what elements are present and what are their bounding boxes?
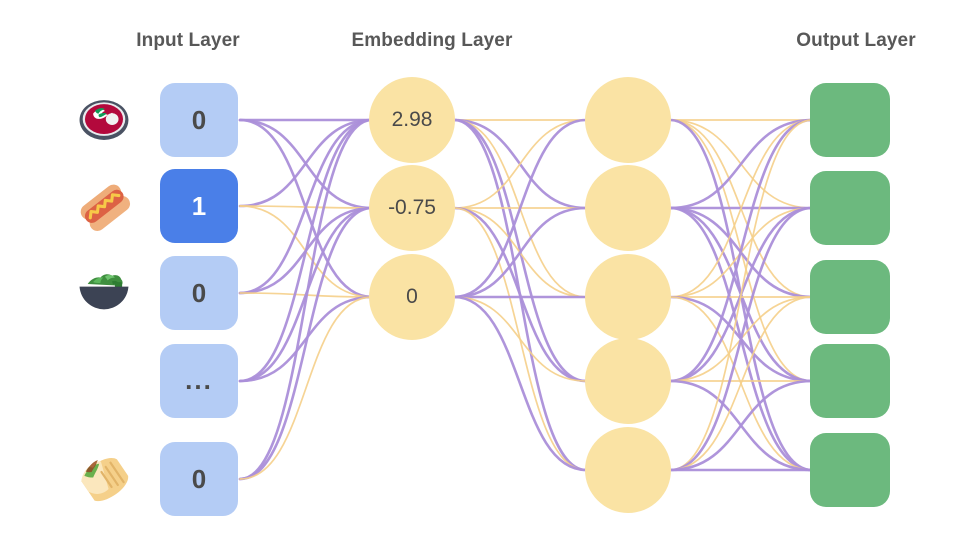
burrito-icon <box>75 450 133 508</box>
connection-edge <box>238 118 374 481</box>
output-node-3[interactable] <box>810 344 890 418</box>
salad-bowl-icon <box>75 264 133 322</box>
hidden-node-0[interactable] <box>585 77 671 163</box>
input-node-value: ... <box>185 365 213 396</box>
embedding-node-0[interactable]: 2.98 <box>369 77 455 163</box>
connection-edge <box>452 206 588 299</box>
input-node-2[interactable]: 0 <box>160 256 238 330</box>
layer-title-input: Input Layer <box>136 30 240 51</box>
input-node-4[interactable]: 0 <box>160 442 238 516</box>
connection-edge <box>669 296 813 471</box>
connection-edge <box>452 206 588 383</box>
hidden-node-4[interactable] <box>585 427 671 513</box>
connection-edge <box>668 118 814 383</box>
layer-title-output: Output Layer <box>796 30 916 51</box>
connection-edge <box>669 119 813 298</box>
embedding-node-value: 2.98 <box>391 108 433 131</box>
output-node-4[interactable] <box>810 433 890 507</box>
hidden-node-2[interactable] <box>585 254 671 340</box>
input-node-value: 1 <box>191 190 207 221</box>
connection-edge <box>453 119 587 209</box>
connection-edge <box>668 118 814 210</box>
input-node-value: 0 <box>191 104 207 135</box>
input-node-3[interactable]: ... <box>160 344 238 418</box>
hidden-node-1[interactable] <box>585 165 671 251</box>
output-node-2[interactable] <box>810 260 890 334</box>
hotdog-icon <box>75 177 133 235</box>
connection-edge <box>452 118 588 299</box>
input-node-value: 0 <box>191 277 207 308</box>
embedding-node-value: 0 <box>406 285 418 308</box>
embedding-node-value: -0.75 <box>388 196 436 219</box>
connection-edge <box>669 119 813 471</box>
output-node-0[interactable] <box>810 83 890 157</box>
hidden-node-3[interactable] <box>585 338 671 424</box>
connection-edge <box>452 295 588 472</box>
input-node-value: 0 <box>191 463 207 494</box>
input-node-0[interactable]: 0 <box>160 83 238 157</box>
connection-edge <box>238 118 374 295</box>
connection-edge <box>668 206 814 472</box>
connection-edge <box>238 118 374 383</box>
connection-edge <box>238 206 374 481</box>
meat-bowl-icon <box>75 91 133 149</box>
layer-title-embedding: Embedding Layer <box>351 30 513 51</box>
output-node-1[interactable] <box>810 171 890 245</box>
input-node-1[interactable]: 1 <box>160 169 238 243</box>
connection-edge <box>239 296 373 480</box>
embedding-node-1[interactable]: -0.75 <box>369 165 455 251</box>
connection-edge <box>238 118 374 208</box>
connection-edge <box>453 296 587 382</box>
embedding-node-2[interactable]: 0 <box>369 254 455 340</box>
connection-edge <box>668 379 814 472</box>
